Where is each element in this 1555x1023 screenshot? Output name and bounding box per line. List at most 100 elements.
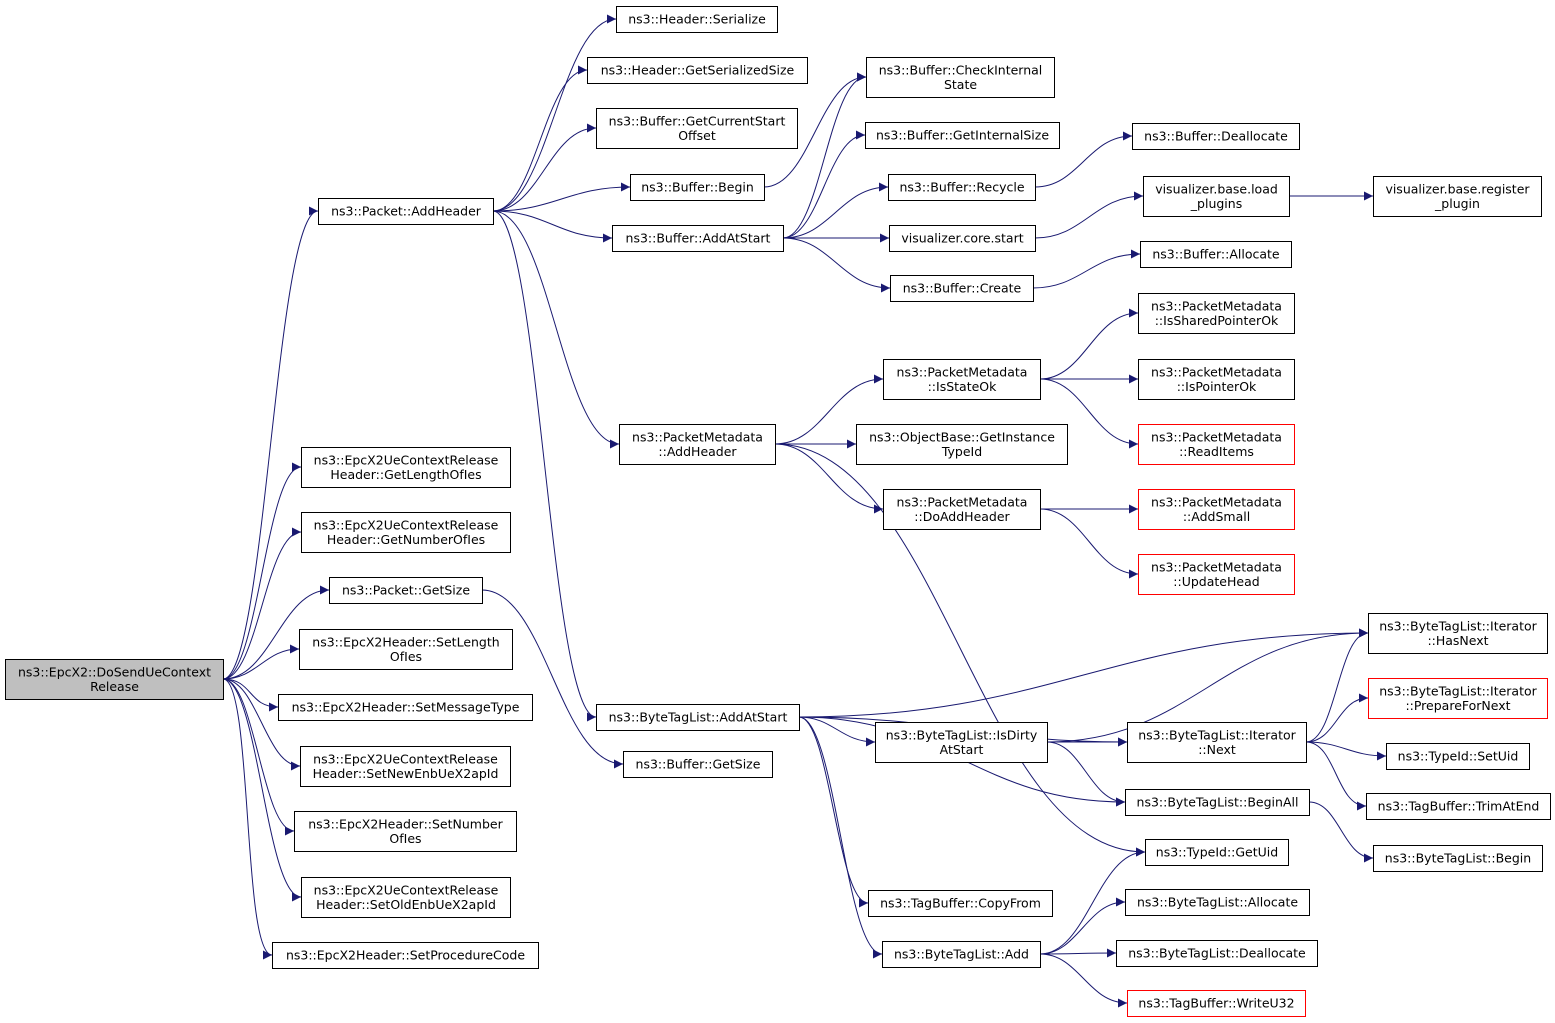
node-typeid-setuid[interactable]: ns3::TypeId::SetUid [1386, 743, 1530, 770]
node-tb-copyfrom[interactable]: ns3::TagBuffer::CopyFrom [868, 890, 1053, 917]
node-btl-begin[interactable]: ns3::ByteTagList::Begin [1373, 845, 1543, 872]
node-tb-writeu32[interactable]: ns3::TagBuffer::WriteU32 [1127, 990, 1306, 1017]
node-buf-deallocate[interactable]: ns3::Buffer::Deallocate [1132, 123, 1300, 150]
node-pm-isstateok[interactable]: ns3::PacketMetadata::IsStateOk [883, 359, 1041, 400]
node-vis-load-plugins[interactable]: visualizer.base.load_plugins [1143, 176, 1290, 217]
node-buf-recycle[interactable]: ns3::Buffer::Recycle [888, 174, 1036, 201]
node-label: ns3::ByteTagList::IsDirty [886, 727, 1038, 742]
node-ue-setnewenb[interactable]: ns3::EpcX2UeContextReleaseHeader::SetNew… [300, 746, 511, 787]
node-packet-addheader[interactable]: ns3::Packet::AddHeader [318, 198, 494, 225]
call-edge-packet-addheader-to-header-getsersize [492, 65, 588, 212]
node-hdr-setmsgtype[interactable]: ns3::EpcX2Header::SetMessageType [278, 694, 533, 721]
node-buf-create[interactable]: ns3::Buffer::Create [890, 275, 1034, 302]
node-label: ns3::PacketMetadata [1151, 364, 1282, 379]
node-it-preparefornext[interactable]: ns3::ByteTagList::Iterator::PrepareForNe… [1368, 678, 1548, 719]
node-pm-doaddheader[interactable]: ns3::PacketMetadata::DoAddHeader [883, 489, 1041, 530]
node-tb-trimatend[interactable]: ns3::TagBuffer::TrimAtEnd [1366, 793, 1551, 820]
node-it-hasnext[interactable]: ns3::ByteTagList::Iterator::HasNext [1368, 613, 1548, 654]
node-pm-addheader[interactable]: ns3::PacketMetadata::AddHeader [619, 424, 776, 465]
node-label: ns3::ByteTagList::AddAtStart [609, 710, 788, 725]
node-box [865, 122, 1060, 149]
call-edge-root-to-packet-getsize [222, 585, 330, 680]
node-pm-ispointerok[interactable]: ns3::PacketMetadata::IsPointerOk [1138, 359, 1295, 400]
node-label: ns3::ByteTagList::Add [894, 947, 1029, 962]
node-label: ns3::EpcX2::DoSendUeContext [18, 664, 211, 679]
node-label: ::IsStateOk [928, 379, 998, 394]
node-box [1138, 554, 1295, 595]
node-label: ns3::ByteTagList::Iterator [1379, 618, 1537, 633]
node-header-serialize[interactable]: ns3::Header::Serialize [616, 6, 778, 33]
node-box [1132, 123, 1300, 150]
node-box [889, 225, 1036, 252]
node-box [1140, 241, 1292, 268]
node-buf-getsize[interactable]: ns3::Buffer::GetSize [623, 751, 773, 778]
node-box [856, 424, 1068, 465]
call-edge-root-to-packet-addheader [222, 206, 319, 680]
node-pm-readitems[interactable]: ns3::PacketMetadata::ReadItems [1138, 424, 1295, 465]
call-edge-it-next-to-it-hasnext [1305, 628, 1369, 743]
node-box [318, 198, 494, 225]
node-box [1368, 613, 1548, 654]
node-label: ns3::ByteTagList::Deallocate [1128, 946, 1306, 961]
node-label: ns3::EpcX2UeContextRelease [314, 517, 499, 532]
node-box [300, 746, 511, 787]
node-box [596, 704, 800, 731]
call-edge-btl-addatstart-to-btl-isdirtyatstart [798, 716, 876, 747]
node-label: ns3::TypeId::GetUid [1156, 845, 1278, 860]
node-vis-register-plugin[interactable]: visualizer.base.register_plugin [1373, 176, 1542, 217]
node-label: Header::GetNumberOfIes [327, 532, 485, 547]
node-label: ns3::Buffer::GetCurrentStart [609, 113, 786, 128]
node-label: OfIes [390, 649, 422, 664]
call-edge-packet-addheader-to-buf-begin [492, 182, 631, 212]
node-btl-deallocate[interactable]: ns3::ByteTagList::Deallocate [1116, 940, 1318, 967]
node-ue-getnumber[interactable]: ns3::EpcX2UeContextReleaseHeader::GetNum… [301, 512, 511, 553]
node-buf-allocate[interactable]: ns3::Buffer::Allocate [1140, 241, 1292, 268]
node-box [301, 447, 511, 488]
node-box [866, 57, 1055, 98]
node-buf-addatstart[interactable]: ns3::Buffer::AddAtStart [612, 225, 784, 252]
node-box [868, 890, 1053, 917]
node-label: ns3::EpcX2UeContextRelease [313, 751, 498, 766]
node-hdr-setproc[interactable]: ns3::EpcX2Header::SetProcedureCode [272, 942, 539, 969]
node-pm-issharedptrok[interactable]: ns3::PacketMetadata::IsSharedPointerOk [1138, 293, 1295, 334]
call-edge-pm-isstateok-to-pm-readitems [1039, 378, 1139, 449]
node-buf-begin[interactable]: ns3::Buffer::Begin [630, 174, 765, 201]
node-box [1125, 889, 1310, 916]
node-box [612, 225, 784, 252]
node-typeid-getuid[interactable]: ns3::TypeId::GetUid [1145, 839, 1289, 866]
call-edge-btl-addatstart-to-it-hasnext [798, 628, 1369, 718]
node-it-next[interactable]: ns3::ByteTagList::Iterator::Next [1127, 722, 1307, 763]
node-label: ns3::EpcX2Header::SetLength [312, 634, 499, 649]
node-ue-setoldenb[interactable]: ns3::EpcX2UeContextReleaseHeader::SetOld… [301, 877, 511, 918]
node-buf-getinternalsize[interactable]: ns3::Buffer::GetInternalSize [865, 122, 1060, 149]
node-label: Header::SetNewEnbUeX2apId [313, 766, 499, 781]
call-edge-root-to-ue-setoldenb [222, 678, 302, 902]
node-label: ns3::ObjectBase::GetInstance [869, 429, 1055, 444]
node-btl-beginall[interactable]: ns3::ByteTagList::BeginAll [1125, 789, 1310, 816]
node-packet-getsize[interactable]: ns3::Packet::GetSize [329, 577, 483, 604]
node-label: ns3::Buffer::Allocate [1152, 247, 1280, 262]
node-btl-addatstart[interactable]: ns3::ByteTagList::AddAtStart [596, 704, 800, 731]
node-btl-add[interactable]: ns3::ByteTagList::Add [882, 941, 1041, 968]
node-label: ns3::PacketMetadata [897, 494, 1028, 509]
call-edge-packet-addheader-to-btl-addatstart [492, 210, 597, 722]
node-vis-core-start[interactable]: visualizer.core.start [889, 225, 1036, 252]
node-pm-updatehead[interactable]: ns3::PacketMetadata::UpdateHead [1138, 554, 1295, 595]
node-pm-addsmall[interactable]: ns3::PacketMetadata::AddSmall [1138, 489, 1295, 530]
node-ue-getlength[interactable]: ns3::EpcX2UeContextReleaseHeader::GetLen… [301, 447, 511, 488]
node-box [630, 174, 765, 201]
node-btl-allocate[interactable]: ns3::ByteTagList::Allocate [1125, 889, 1310, 916]
call-edge-vis-core-start-to-vis-load-plugins [1034, 191, 1144, 239]
call-edge-btl-isdirtyatstart-to-btl-beginall [1046, 741, 1126, 807]
node-label: ns3::PacketMetadata [1151, 559, 1282, 574]
node-box [1138, 359, 1295, 400]
node-label: _plugin [1434, 196, 1480, 211]
node-header-getsersize[interactable]: ns3::Header::GetSerializedSize [587, 57, 808, 84]
node-box [1386, 743, 1530, 770]
